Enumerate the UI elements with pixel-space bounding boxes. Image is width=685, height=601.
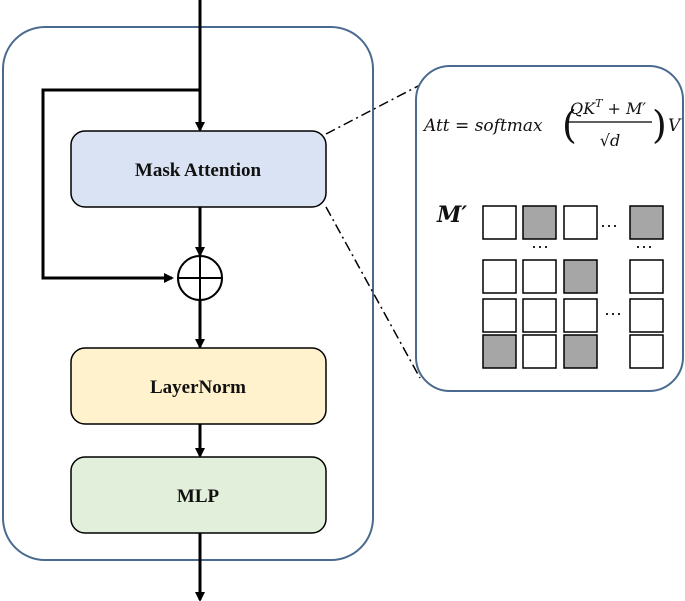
svg-text:): ) [652, 103, 667, 147]
row-ellipsis-2: ⋯ [604, 304, 622, 325]
masked-cell [522, 205, 557, 240]
unmasked-cell [522, 334, 557, 369]
svg-text:V: V [668, 116, 682, 136]
layernorm-label: LayerNorm [150, 377, 246, 398]
residual-connection [41, 88, 200, 283]
svg-text:(: ( [562, 103, 577, 147]
unmasked-cell [629, 259, 664, 294]
unmasked-cell [482, 205, 517, 240]
matrix-label: M′ [436, 202, 467, 228]
svg-text:Att = softmax: Att = softmax [422, 116, 543, 136]
masked-cell [563, 334, 598, 369]
col-ellipsis-1: ⋯ [531, 237, 549, 258]
mask-matrix [482, 205, 664, 369]
masked-cell [482, 334, 517, 369]
mlp-label: MLP [177, 486, 220, 507]
mask-attention-label: Mask Attention [135, 160, 262, 181]
row-ellipsis-1: ⋯ [600, 216, 618, 237]
unmasked-cell [482, 298, 517, 333]
col-ellipsis-2: ⋯ [635, 237, 653, 258]
unmasked-cell [482, 259, 517, 294]
unmasked-cell [522, 259, 557, 294]
add-icon [177, 255, 223, 301]
svg-text:QKT + M′: QKT + M′ [570, 97, 646, 118]
attention-formula: Att = softmax ( QKT + M′ √d ) V [422, 97, 682, 150]
svg-text:√d: √d [600, 131, 620, 150]
callout-line-bottom [325, 206, 421, 379]
unmasked-cell [629, 298, 664, 333]
unmasked-cell [563, 205, 598, 240]
block-container [2, 26, 374, 561]
unmasked-cell [563, 298, 598, 333]
callout-line-top [325, 84, 421, 135]
masked-cell [629, 205, 664, 240]
masked-cell [563, 259, 598, 294]
unmasked-cell [522, 298, 557, 333]
unmasked-cell [629, 334, 664, 369]
